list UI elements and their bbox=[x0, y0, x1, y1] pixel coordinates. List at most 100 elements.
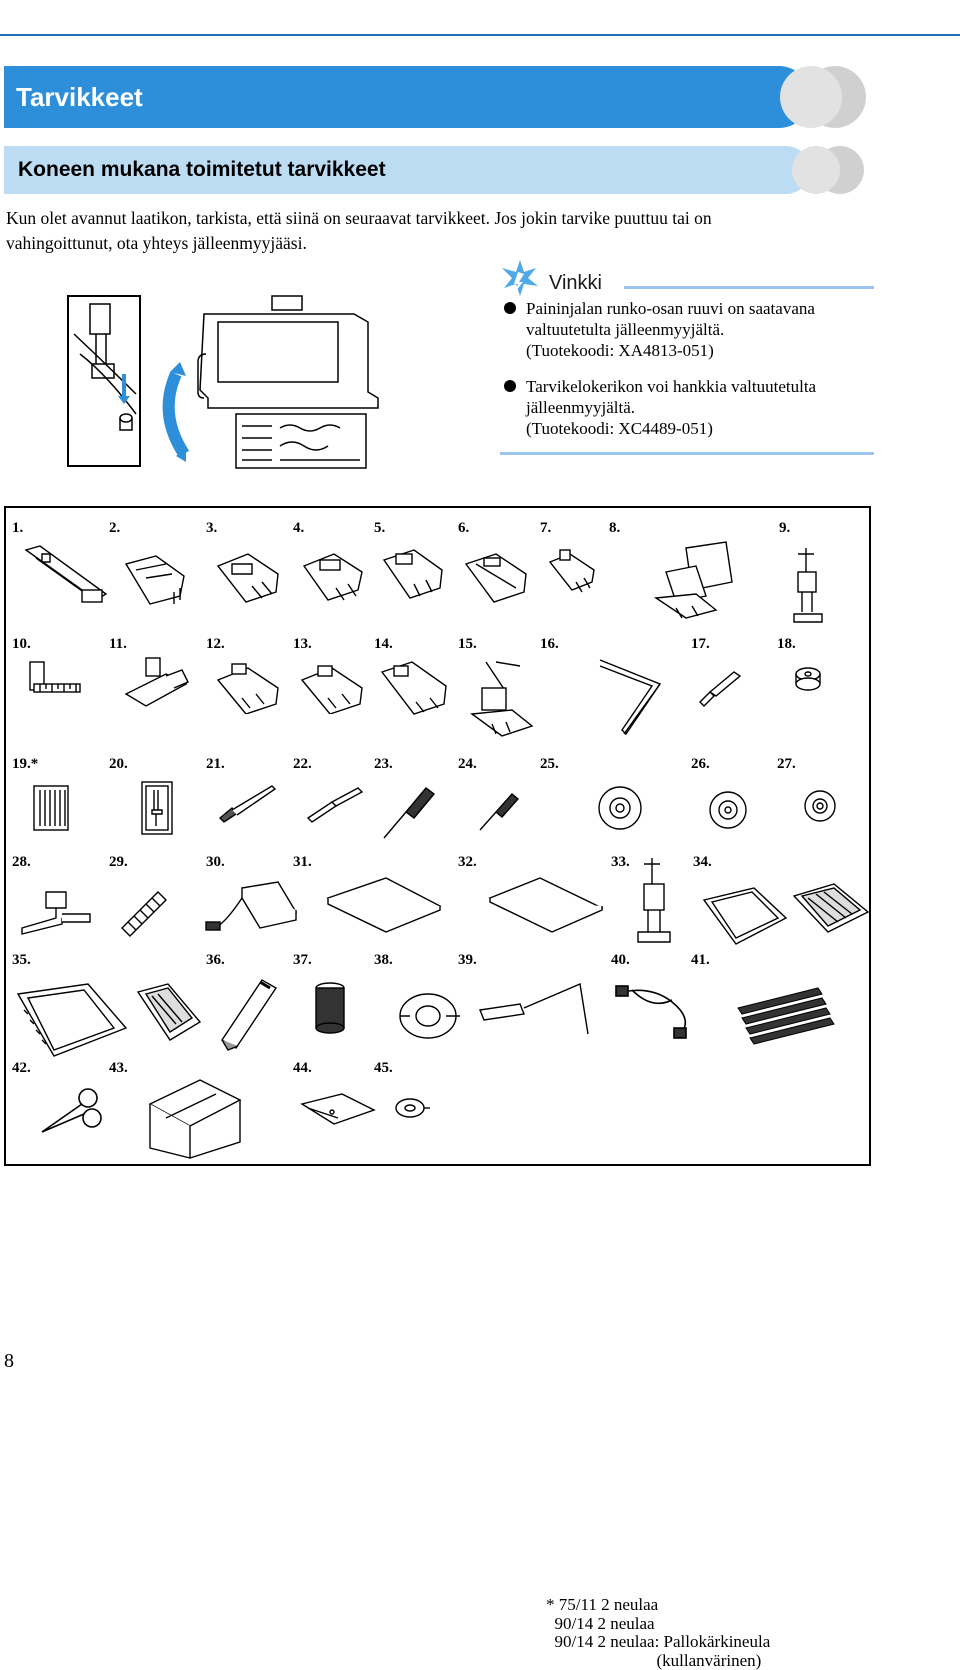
zipper-foot-icon bbox=[302, 553, 363, 601]
section-title: Koneen mukana toimitetut tarvikkeet bbox=[4, 146, 810, 194]
accessories-grid: 1. 2. 3. 4. 5. 6. 7. 8. 9. 10. 11. 12. 1… bbox=[4, 506, 871, 1669]
footnote-line: * 75/11 2 neulaa bbox=[546, 1595, 659, 1614]
twin-needle-icon bbox=[141, 781, 173, 835]
needle-set-icon bbox=[33, 785, 69, 831]
darning-foot-icon bbox=[470, 661, 534, 737]
accessory-number: 27. bbox=[777, 756, 796, 772]
accessory-number: 31. bbox=[293, 854, 312, 870]
screwdriver-small-icon bbox=[479, 793, 520, 831]
accessory-number: 25. bbox=[540, 756, 559, 772]
accessory-number: 30. bbox=[206, 854, 225, 870]
blind-stitch-foot-icon bbox=[464, 553, 527, 603]
overcasting-foot-icon bbox=[124, 555, 185, 605]
accessory-number: 6. bbox=[458, 520, 470, 536]
accessory-number: 16. bbox=[540, 636, 559, 652]
scissors-icon bbox=[41, 1088, 102, 1133]
accessory-number: 20. bbox=[109, 756, 128, 772]
embroidery-frame-extra-large-icon bbox=[16, 983, 128, 1057]
accessory-number: 15. bbox=[458, 636, 477, 652]
hint-item-text: Paininjalan runko-osan ruuvi on saatavan… bbox=[526, 299, 815, 339]
accessory-number: 5. bbox=[374, 520, 386, 536]
embroidery-foot-icon bbox=[637, 858, 671, 943]
needle-footnote: * 75/11 2 neulaa 90/14 2 neulaa 90/14 2 … bbox=[546, 1595, 770, 1670]
intro-text: Kun olet avannut laatikon, tarkista, ett… bbox=[6, 208, 712, 253]
side-cutter-icon bbox=[124, 657, 189, 707]
hint-item-code: (Tuotekoodi: XC4489-051) bbox=[526, 419, 713, 438]
accessory-number: 40. bbox=[611, 952, 630, 968]
accessory-number: 43. bbox=[109, 1060, 128, 1076]
hint-bottom-rule bbox=[500, 452, 874, 455]
accessory-number: 4. bbox=[293, 520, 305, 536]
non-stick-foot-icon bbox=[380, 661, 447, 715]
accessory-number: 28. bbox=[12, 854, 31, 870]
accessory-number: 23. bbox=[374, 756, 393, 772]
hint-box: Vinkki Paininjalan runko-osan ruuvi on s… bbox=[500, 258, 875, 458]
hint-item-code: (Tuotekoodi: XA4813-051) bbox=[526, 341, 714, 360]
hint-item-text: Tarvikelokerikon voi hankkia valtuutetul… bbox=[526, 377, 817, 417]
accessory-number: 33. bbox=[611, 854, 630, 870]
seam-ripper-icon bbox=[699, 671, 742, 707]
accessory-number: 14. bbox=[374, 636, 393, 652]
quilting-guide-icon bbox=[29, 661, 81, 693]
hint-title-rule bbox=[624, 286, 874, 289]
accessory-number: 22. bbox=[293, 756, 312, 772]
page-title: Tarvikkeet bbox=[4, 66, 810, 128]
embroidery-sheet-icon bbox=[792, 883, 870, 933]
bobbin-case-icon bbox=[399, 993, 460, 1039]
accessory-number: 18. bbox=[777, 636, 796, 652]
button-fitting-foot-icon bbox=[548, 549, 595, 593]
accessory-bag-icon bbox=[300, 1093, 376, 1125]
usb-cable-icon bbox=[615, 985, 687, 1039]
footnote-line: 90/14 2 neulaa bbox=[554, 1613, 655, 1633]
quick-reference-guide-icon bbox=[488, 877, 604, 933]
bobbin-icon bbox=[795, 667, 821, 691]
bullet-icon bbox=[504, 380, 516, 392]
accessory-number: 41. bbox=[691, 952, 710, 968]
bullet-icon bbox=[504, 302, 516, 314]
accessory-number: 19.* bbox=[12, 756, 39, 772]
accessory-number: 9. bbox=[779, 520, 791, 536]
accessory-number: 45. bbox=[374, 1060, 393, 1076]
accessory-number: 29. bbox=[109, 854, 128, 870]
open-toe-foot-icon bbox=[300, 665, 363, 714]
hint-icon bbox=[502, 260, 538, 296]
accessory-number: 36. bbox=[206, 952, 225, 968]
accessory-number: 12. bbox=[206, 636, 225, 652]
accessory-number: 2. bbox=[109, 520, 121, 536]
eyelet-punch-icon bbox=[306, 787, 364, 823]
accessory-number: 26. bbox=[691, 756, 710, 772]
top-rule bbox=[0, 34, 960, 36]
accessory-number: 11. bbox=[109, 636, 127, 652]
instruction-manual-icon bbox=[326, 877, 442, 933]
buttonhole-foot-icon bbox=[24, 545, 108, 603]
extension-wand-icon bbox=[479, 983, 589, 1035]
foot-controller-icon bbox=[205, 881, 298, 931]
cleaning-brush-icon bbox=[218, 785, 277, 823]
accessory-number: 39. bbox=[458, 952, 477, 968]
spool-net-icon bbox=[121, 891, 167, 937]
accessory-number: 8. bbox=[609, 520, 621, 536]
walking-foot-icon bbox=[653, 541, 733, 619]
accessory-number: 38. bbox=[374, 952, 393, 968]
accessory-number: 21. bbox=[206, 756, 225, 772]
accessory-tray-illustration bbox=[67, 295, 379, 469]
accessory-number: 1. bbox=[12, 520, 24, 536]
accessory-number: 24. bbox=[458, 756, 477, 772]
knee-lifter-icon bbox=[21, 891, 91, 935]
accessory-number: 13. bbox=[293, 636, 312, 652]
accessory-number: 44. bbox=[293, 1060, 312, 1076]
grease-tube-icon bbox=[221, 979, 277, 1051]
embroidery-frame-large-icon bbox=[702, 887, 788, 945]
page-number: 8 bbox=[4, 1350, 14, 1372]
screwdriver-large-icon bbox=[383, 787, 436, 839]
accessory-number: 3. bbox=[206, 520, 218, 536]
seam-guide-bar-icon bbox=[599, 659, 662, 736]
zigzag-foot-icon bbox=[382, 549, 443, 599]
bobbin-thread-icon bbox=[315, 982, 345, 1034]
accessory-number: 34. bbox=[693, 854, 712, 870]
accessory-number: 7. bbox=[540, 520, 552, 536]
embroidery-stabilizer-sheet-icon bbox=[136, 983, 202, 1041]
accessory-number: 37. bbox=[293, 952, 312, 968]
accessory-number: 42. bbox=[12, 1060, 31, 1076]
spool-felt-stickers-icon bbox=[737, 987, 835, 1045]
